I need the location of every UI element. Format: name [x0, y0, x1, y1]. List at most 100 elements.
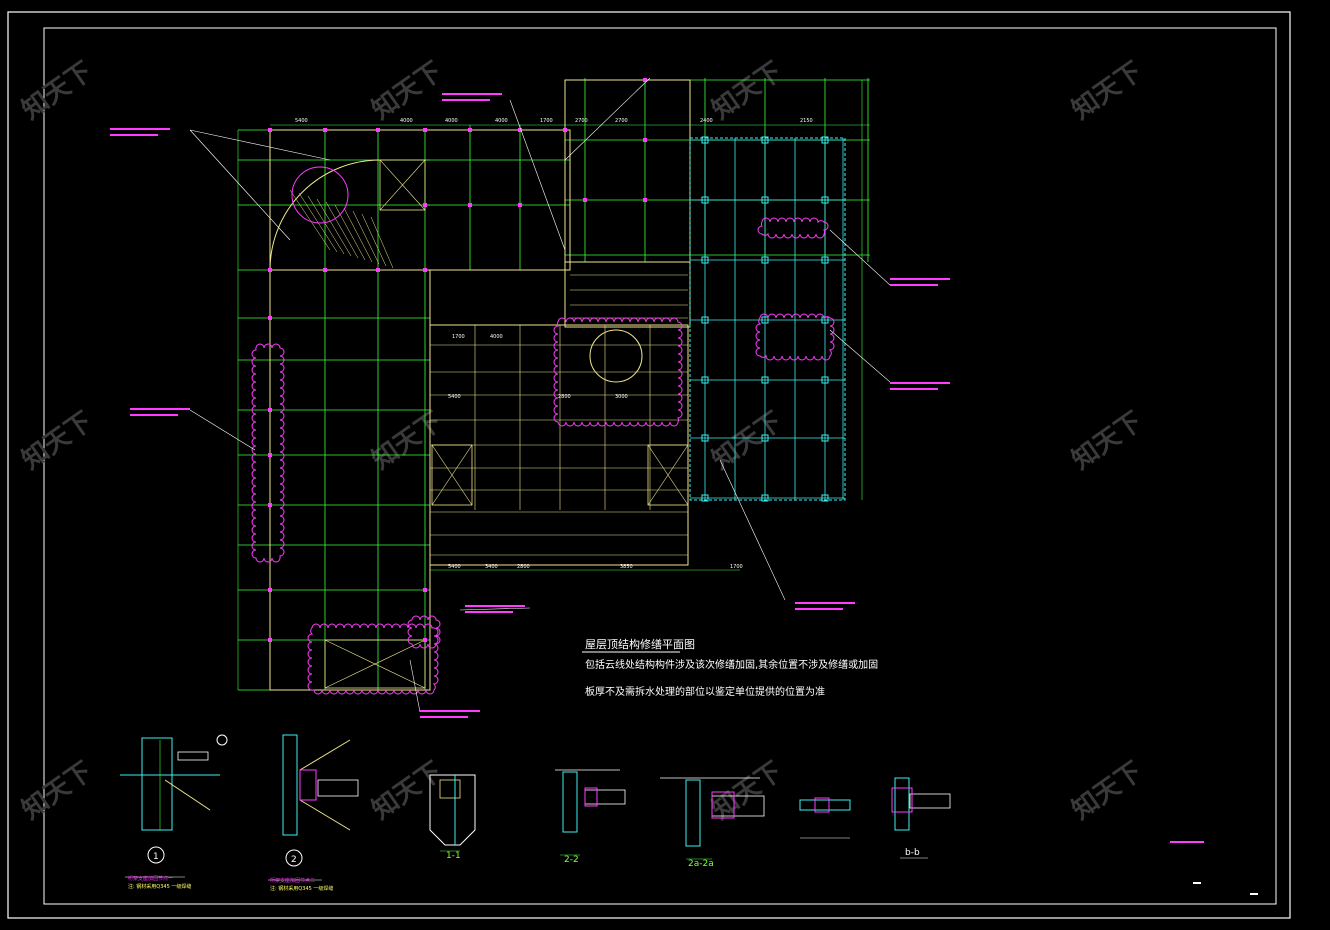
annotation-text-block-6b — [465, 611, 513, 613]
column-8 — [323, 268, 327, 272]
leader-9 — [409, 659, 421, 713]
steel-node — [701, 196, 709, 204]
steel-node — [701, 376, 709, 384]
detail2-cloud — [299, 769, 317, 801]
section-label-b-b: b-b — [905, 848, 920, 858]
detail2-beam — [317, 779, 359, 797]
corner-mark-2 — [1250, 893, 1258, 895]
cloud-steel-top — [757, 217, 829, 239]
detail-drawings — [120, 734, 1258, 895]
detail-marker-1 — [147, 846, 165, 864]
section22-cloud — [584, 787, 598, 807]
beam-right-top — [564, 79, 691, 263]
annotation-text-block-6 — [465, 605, 525, 607]
leader-5 — [829, 229, 891, 286]
beam-outline-top-left — [269, 129, 571, 271]
hatch-arc-9 — [370, 216, 394, 269]
column-7 — [268, 268, 272, 272]
steel-node — [821, 434, 829, 442]
cloud-bottom — [307, 623, 439, 695]
steel-node — [701, 494, 709, 502]
column-11 — [268, 316, 272, 320]
detail2-brace-up — [299, 739, 351, 771]
column-6 — [563, 128, 567, 132]
section2a-cloud — [711, 791, 735, 819]
steel-node — [821, 196, 829, 204]
steel-node — [821, 136, 829, 144]
detail-small-cloud — [814, 797, 830, 813]
corner-mark-1 — [1193, 882, 1201, 884]
dim-inner-0: 1700 — [452, 334, 465, 340]
watermark-6: 知天下 — [707, 406, 788, 475]
dim-inner-2: 5400 — [448, 394, 461, 400]
annotation-text-block-5b — [795, 608, 843, 610]
dim-top-8: 2150 — [800, 118, 813, 124]
watermark-8: 知天下 — [17, 756, 98, 825]
column-1 — [323, 128, 327, 132]
column-16 — [268, 638, 272, 642]
watermark-1: 知天下 — [367, 56, 448, 125]
dim-top-4: 1700 — [540, 118, 553, 124]
opening-right-d2 — [647, 444, 689, 506]
hatch-arc-2 — [307, 195, 345, 255]
cloud-left-wall — [251, 343, 285, 563]
annotation-text-block-4 — [890, 382, 950, 384]
hatch-arc-3 — [316, 198, 352, 257]
section-label-2a-2a: 2a-2a — [688, 859, 714, 869]
opening-right-box — [647, 444, 689, 506]
detail2-column — [282, 734, 298, 836]
hatch-arc-4 — [325, 201, 359, 259]
cloud-small-bottom — [407, 615, 441, 649]
annotation-text-block-7 — [420, 710, 480, 712]
steel-node — [761, 136, 769, 144]
dim-bottom-1: 3400 — [485, 564, 498, 570]
column-21 — [583, 198, 587, 202]
annotation-text-block-2 — [442, 93, 502, 95]
plan-title: 屋层顶结构修缮平面图 — [585, 637, 695, 651]
leader-1 — [189, 129, 331, 161]
column-17 — [423, 588, 427, 592]
dim-top-5: 2700 — [575, 118, 588, 124]
cloud-steel-middle — [755, 313, 835, 361]
column-19 — [643, 78, 647, 82]
beam-outline-left-wing — [269, 269, 431, 691]
steel-node — [821, 494, 829, 502]
watermark-5: 知天下 — [367, 406, 448, 475]
section-label-1-1: 1-1 — [446, 851, 461, 861]
cloud-arc-region — [291, 166, 349, 224]
leader-1b — [189, 129, 291, 241]
leader-8 — [459, 607, 531, 611]
note-line-1: 包括云线处结构构件涉及该次修缮加固,其余位置不涉及修缮或加固 — [585, 658, 878, 671]
detail-number-1: 1 — [153, 852, 159, 862]
dim-top-0: 5400 — [295, 118, 308, 124]
sectionbb-beam — [909, 793, 951, 809]
watermark-0: 知天下 — [17, 56, 98, 125]
section22-col — [562, 771, 578, 833]
annotation-text-block-0 — [110, 128, 170, 130]
cloud-center-opening — [553, 317, 683, 427]
inner-frame — [43, 27, 1277, 905]
annotation-text-block-2b — [442, 99, 490, 101]
opening-bottom-d2 — [324, 639, 426, 689]
dim-inner-1: 4000 — [490, 334, 503, 340]
dim-top-7: 2400 — [700, 118, 713, 124]
steel-node — [701, 316, 709, 324]
sectionbb-cloud — [891, 787, 913, 813]
leader-6 — [829, 329, 891, 383]
dim-top-1: 4000 — [400, 118, 413, 124]
beam-arc — [269, 159, 381, 271]
annotation-text-block-1b — [130, 414, 178, 416]
steel-node — [821, 376, 829, 384]
leader-3 — [509, 99, 566, 251]
column-24 — [518, 203, 522, 207]
detail2-brace-down — [299, 799, 351, 831]
steel-node — [761, 256, 769, 264]
hatch-arc-5 — [334, 204, 366, 261]
detail1-brace — [164, 779, 211, 811]
steel-node — [761, 196, 769, 204]
column-13 — [268, 453, 272, 457]
watermark-7: 知天下 — [1067, 406, 1148, 475]
column-23 — [468, 203, 472, 207]
